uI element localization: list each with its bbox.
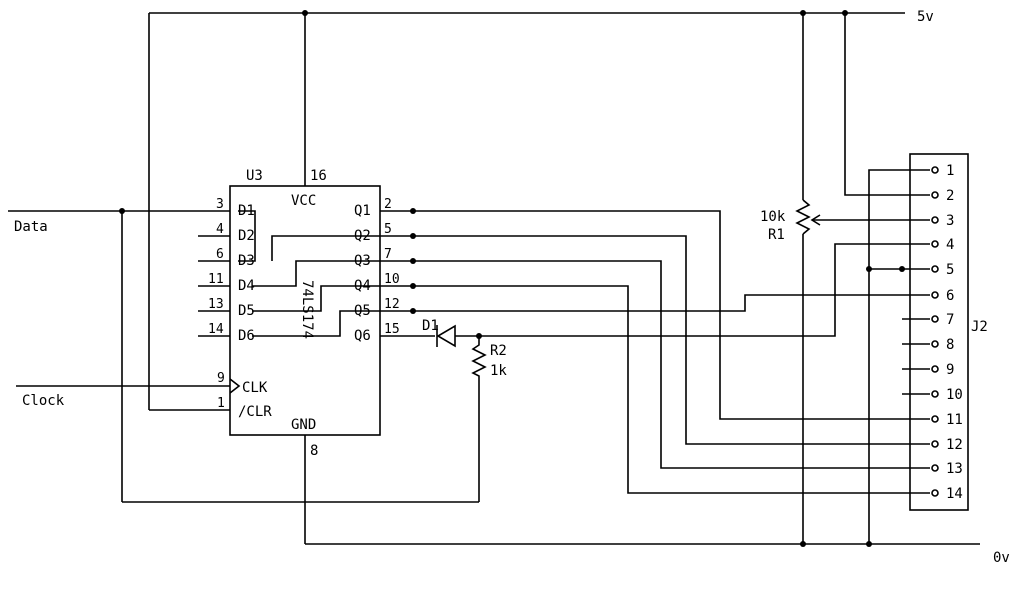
ic-output-pin-label: Q4 <box>354 278 371 294</box>
ic-input-pins: 3 4 6 11 13 14 D1 D2 D3 D4 D5 D6 <box>198 197 255 344</box>
ic-input-pin-label: D2 <box>238 228 255 244</box>
connector-pin-circles <box>931 166 939 497</box>
diode-ref: D1 <box>422 318 439 334</box>
connector-pin-number: 1 <box>946 163 954 179</box>
vcc-pin-number: 16 <box>310 168 327 184</box>
connector-pin-numbers: 1 2 3 4 5 6 7 8 9 10 11 12 13 14 <box>946 163 963 502</box>
connector-pin-number: 14 <box>946 486 963 502</box>
ic-output-pin-label: Q6 <box>354 328 371 344</box>
diode-d1: D1 <box>422 318 456 348</box>
clr-pin-label: /CLR <box>238 404 272 420</box>
gnd-pin-label: GND <box>291 417 316 433</box>
gnd-rail: 0v <box>305 541 1010 566</box>
unused-pin-stubs <box>902 318 930 395</box>
vcc-pin-label: VCC <box>291 193 316 209</box>
gnd-pin-number: 8 <box>310 443 318 459</box>
ic-input-pin-number: 3 <box>216 197 224 212</box>
ic-input-pin-number: 14 <box>208 322 224 337</box>
clock-input-label: Clock <box>22 393 65 409</box>
gnd-tie-wire <box>866 169 930 544</box>
r2-value: 1k <box>490 363 507 379</box>
ic-output-pin-label: Q5 <box>354 303 371 319</box>
q4-wire <box>380 285 930 494</box>
clk-pin-number: 9 <box>217 371 225 386</box>
ic-input-pin-number: 4 <box>216 222 224 237</box>
ic-internal-chain <box>252 260 380 287</box>
connector-pin-number: 10 <box>946 387 963 403</box>
r1-ref: R1 <box>768 227 785 243</box>
connector-pin-number: 2 <box>946 188 954 204</box>
connector-ref: J2 <box>971 319 988 335</box>
clr-pin-number: 1 <box>217 396 225 411</box>
ic-control-pins: 9 CLK 1 /CLR <box>217 371 272 420</box>
r2-ref: R2 <box>490 343 507 359</box>
ic-internal-chain <box>271 235 380 261</box>
ic-u3: U3 16 VCC GND 8 74LS174 3 4 6 11 13 14 D… <box>198 13 400 544</box>
ic-output-pin-number: 15 <box>384 322 400 337</box>
output-bus <box>380 208 930 494</box>
ic-input-pin-number: 6 <box>216 247 224 262</box>
q5-wire <box>380 294 930 312</box>
connector-pin-number: 7 <box>946 312 954 328</box>
ic-output-pin-number: 2 <box>384 197 392 212</box>
data-input-label: Data <box>14 219 48 235</box>
connector-pin-number: 8 <box>946 337 954 353</box>
ic-internal-chain <box>238 210 256 262</box>
resistor-r2: R2 1k <box>471 336 507 380</box>
ic-output-pin-label: Q3 <box>354 253 371 269</box>
ic-ref: U3 <box>246 168 263 184</box>
ic-output-pin-number: 12 <box>384 297 400 312</box>
clr-tie-wire <box>148 13 230 411</box>
connector-j2: J2 1 2 3 4 5 6 7 8 9 10 <box>909 153 988 511</box>
q1-wire <box>380 210 930 420</box>
ic-part-number: 74LS174 <box>299 280 315 339</box>
ic-input-pin-label: D6 <box>238 328 255 344</box>
q2-wire <box>380 235 930 445</box>
connector-pin-number: 6 <box>946 288 954 304</box>
ic-output-pins: Q1 Q2 Q3 Q4 Q5 Q6 2 5 7 10 12 15 <box>354 197 400 344</box>
connector-pin-number: 12 <box>946 437 963 453</box>
vcc-rail: 5v <box>149 9 934 25</box>
connector-pin-number: 5 <box>946 262 954 278</box>
q3-wire <box>380 260 930 469</box>
clock-input: Clock <box>16 385 230 409</box>
r1-value: 10k <box>760 209 786 225</box>
gnd-rail-label: 0v <box>993 550 1010 566</box>
ic-input-pin-label: D4 <box>238 278 255 294</box>
data-input: Data <box>8 208 230 235</box>
ic-output-pin-label: Q2 <box>354 228 371 244</box>
ic-output-pin-number: 7 <box>384 247 392 262</box>
connector-pin-number: 13 <box>946 461 963 477</box>
ic-input-pin-label: D5 <box>238 303 255 319</box>
pin2-vcc-wire <box>844 13 930 196</box>
d1-to-pin4-wire <box>455 243 930 337</box>
connector-pin-number: 4 <box>946 237 954 253</box>
ic-output-pin-label: Q1 <box>354 203 371 219</box>
ic-internal-chain <box>252 310 380 337</box>
ic-output-pin-number: 10 <box>384 272 400 287</box>
ic-input-pin-number: 11 <box>208 272 224 287</box>
ic-internal-chain <box>252 285 380 312</box>
clk-pin-label: CLK <box>242 380 268 396</box>
ic-output-pin-number: 5 <box>384 222 392 237</box>
data-to-r2-wire <box>121 211 480 503</box>
connector-pin-number: 9 <box>946 362 954 378</box>
vcc-rail-label: 5v <box>917 9 934 25</box>
ic-input-pin-number: 13 <box>208 297 224 312</box>
connector-pin-number: 11 <box>946 412 963 428</box>
connector-pin-number: 3 <box>946 213 954 229</box>
